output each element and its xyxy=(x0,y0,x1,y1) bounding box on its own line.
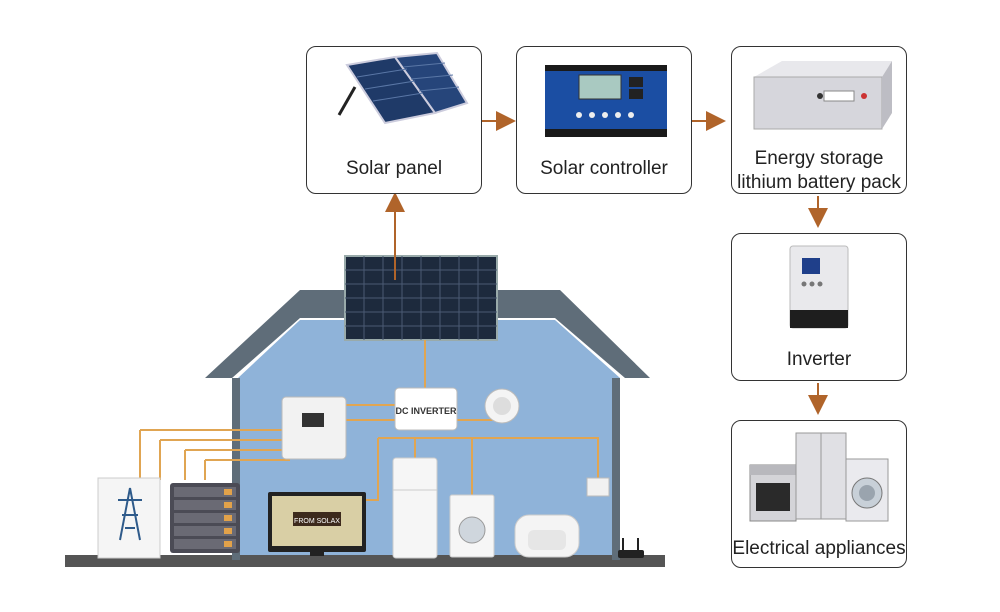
flow-arrows xyxy=(385,111,828,415)
appliances-icon xyxy=(749,432,889,522)
node-battery-pack: Energy storage lithium battery pack xyxy=(731,46,907,194)
inverter-label: Inverter xyxy=(786,349,852,370)
node-appliances: Electrical appliances xyxy=(731,420,907,568)
charge-controller-icon xyxy=(545,65,667,137)
washing-machine-icon xyxy=(449,494,495,558)
battery-label-line2: lithium battery pack xyxy=(737,172,901,193)
solar-panel-label: Solar panel xyxy=(345,158,443,179)
battery-stack-icon xyxy=(170,483,240,553)
solar-panel-icon xyxy=(337,51,469,125)
roof-solar-panel xyxy=(344,255,498,341)
tv-text: FROM SOLAX xyxy=(294,518,340,525)
wall-socket-icon xyxy=(586,477,610,497)
node-solar-controller: Solar controller xyxy=(516,46,692,194)
tv-icon: FROM SOLAX xyxy=(268,492,366,556)
fridge-icon xyxy=(392,457,438,559)
inverter-icon xyxy=(789,245,849,329)
armchair-icon xyxy=(514,514,580,558)
house-inverter xyxy=(281,396,347,460)
node-inverter: Inverter xyxy=(731,233,907,381)
solar-controller-label: Solar controller xyxy=(540,158,668,179)
node-solar-panel: Solar panel xyxy=(306,46,482,194)
grid-pylon-icon xyxy=(97,477,161,559)
house-wiring xyxy=(139,340,599,501)
dc-inverter-label: DC INVERTER xyxy=(395,406,457,416)
battery-label-line1: Energy storage xyxy=(754,148,884,169)
router-icon xyxy=(618,538,644,558)
house-roof xyxy=(205,290,650,378)
dc-inverter-box: DC INVERTER xyxy=(394,387,458,431)
appliances-label: Electrical appliances xyxy=(732,538,906,559)
house-ground xyxy=(65,555,665,567)
smart-meter-icon xyxy=(484,388,520,424)
battery-rack-icon xyxy=(753,61,892,130)
